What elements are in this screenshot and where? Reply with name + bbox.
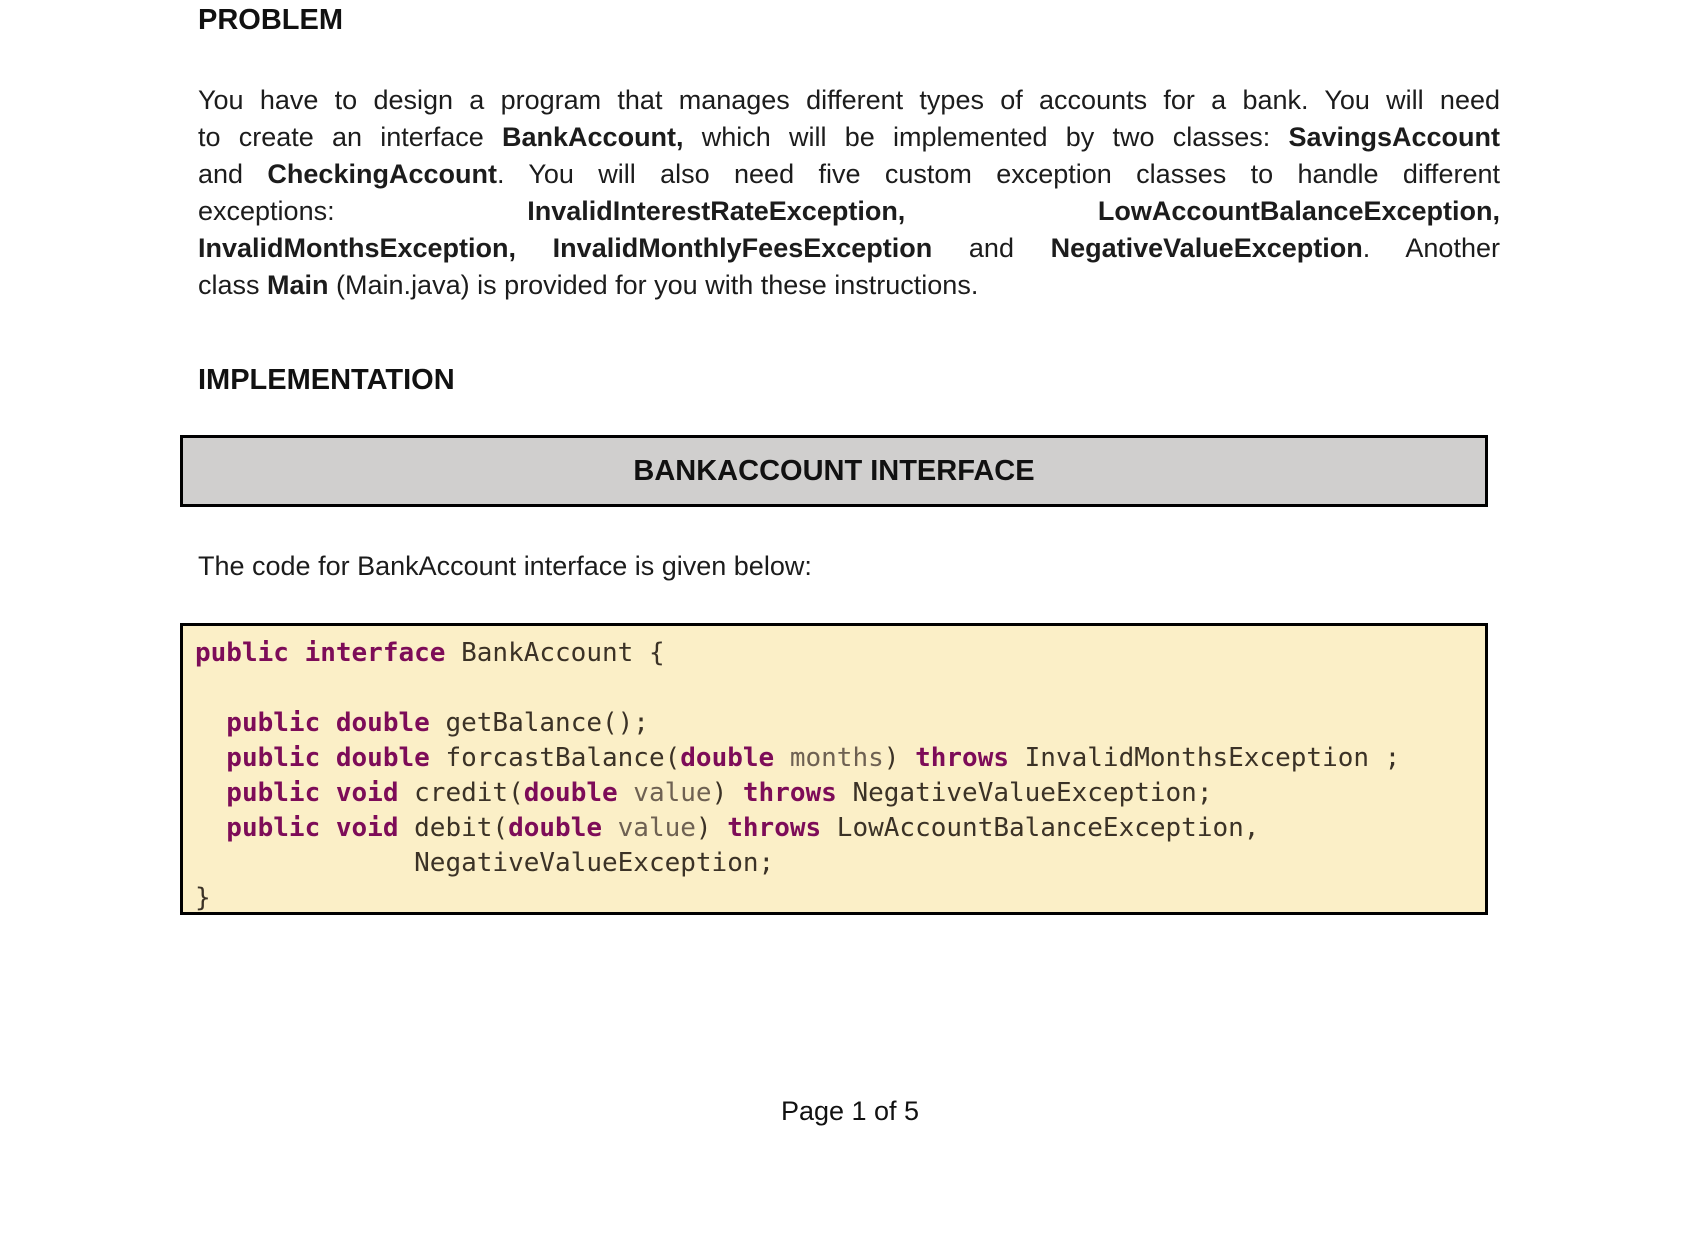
paragraph-text: exceptions:	[198, 196, 527, 226]
paragraph-text-bold: SavingsAccount	[1288, 122, 1500, 152]
code-keyword: throws	[743, 778, 837, 808]
code-keyword: public double	[195, 708, 430, 738]
implementation-heading: IMPLEMENTATION	[198, 364, 455, 397]
code-line: public double getBalance();	[195, 706, 1485, 741]
page-footer: Page 1 of 5	[0, 1096, 1700, 1127]
code-keyword: double	[508, 813, 602, 843]
code-token: debit(	[399, 813, 509, 843]
code-keyword: double	[680, 743, 774, 773]
code-line-blank	[195, 671, 1485, 706]
paragraph-text: class	[198, 270, 267, 300]
problem-paragraph: You have to design a program that manage…	[198, 82, 1500, 304]
code-token: }	[195, 883, 211, 913]
problem-heading: PROBLEM	[198, 4, 343, 37]
code-token: forcastBalance(	[430, 743, 680, 773]
code-token: NegativeValueException;	[837, 778, 1213, 808]
paragraph-text: (Main.java) is provided for you with the…	[329, 270, 979, 300]
code-token: )	[884, 743, 915, 773]
paragraph-text: and	[198, 159, 267, 189]
interface-title: BANKACCOUNT INTERFACE	[633, 455, 1034, 488]
code-line: public void debit(double value) throws L…	[195, 811, 1485, 846]
code-keyword: public void	[195, 813, 399, 843]
paragraph-text: . You will also need five custom excepti…	[497, 159, 1500, 189]
code-token: NegativeValueException;	[195, 848, 774, 878]
interface-title-box: BANKACCOUNT INTERFACE	[180, 435, 1488, 507]
paragraph-line: class Main (Main.java) is provided for y…	[198, 267, 1500, 304]
code-token: LowAccountBalanceException,	[821, 813, 1259, 843]
code-token: BankAccount {	[445, 638, 664, 668]
code-keyword: throws	[727, 813, 821, 843]
code-line: public void credit(double value) throws …	[195, 776, 1485, 811]
code-parameter: value	[602, 813, 696, 843]
paragraph-text: which will be implemented by two classes…	[684, 122, 1289, 152]
code-keyword: public interface	[195, 638, 445, 668]
paragraph-text-bold: InvalidMonthsException, InvalidMonthlyFe…	[198, 233, 969, 263]
code-keyword: throws	[915, 743, 1009, 773]
code-parameter: value	[618, 778, 712, 808]
paragraph-line: to create an interface BankAccount, whic…	[198, 119, 1500, 156]
paragraph-text-bold: CheckingAccount	[267, 159, 497, 189]
code-line: }	[195, 881, 1485, 916]
paragraph-text-bold: LowAccountBalanceException,	[1098, 196, 1500, 226]
code-line: public interface BankAccount {	[195, 636, 1485, 671]
paragraph-text-bold: Main	[267, 270, 329, 300]
paragraph-text-bold: BankAccount,	[502, 122, 684, 152]
paragraph-line: and CheckingAccount. You will also need …	[198, 156, 1500, 193]
code-token: getBalance();	[430, 708, 649, 738]
code-parameter: months	[774, 743, 884, 773]
paragraph-line: exceptions: InvalidInterestRateException…	[198, 193, 1500, 230]
code-token: InvalidMonthsException ;	[1009, 743, 1400, 773]
code-keyword: public double	[195, 743, 430, 773]
paragraph-text: and	[969, 233, 1051, 263]
code-keyword: public void	[195, 778, 399, 808]
paragraph-text: You have to design a program that manage…	[198, 85, 1500, 115]
code-token: credit(	[399, 778, 524, 808]
paragraph-text: to create an interface	[198, 122, 502, 152]
code-line: NegativeValueException;	[195, 846, 1485, 881]
paragraph-line: InvalidMonthsException, InvalidMonthlyFe…	[198, 230, 1500, 267]
code-token: )	[696, 813, 727, 843]
paragraph-text: . Another	[1363, 233, 1500, 263]
code-intro: The code for BankAccount interface is gi…	[198, 551, 812, 582]
code-line: public double forcastBalance(double mont…	[195, 741, 1485, 776]
paragraph-text-bold: NegativeValueException	[1051, 233, 1363, 263]
code-block: public interface BankAccount { public do…	[180, 623, 1488, 915]
paragraph-line: You have to design a program that manage…	[198, 82, 1500, 119]
code-keyword: double	[524, 778, 618, 808]
code-token: )	[712, 778, 743, 808]
paragraph-text-bold: InvalidInterestRateException,	[527, 196, 1098, 226]
